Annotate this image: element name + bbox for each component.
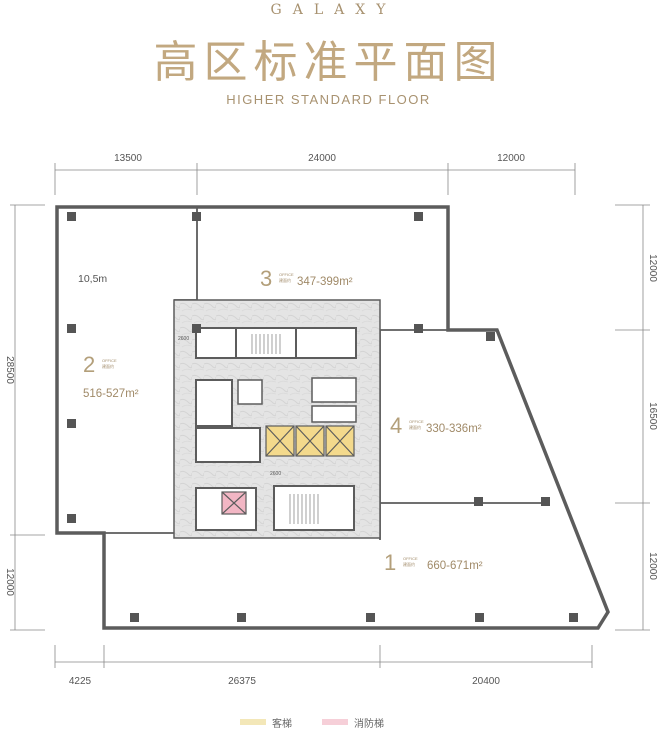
svg-text:OFFICE: OFFICE	[409, 419, 424, 424]
structural-columns	[67, 212, 578, 622]
dim-bottom-1: 4225	[69, 676, 92, 687]
dim-right-3: 12000	[647, 552, 657, 580]
dim-right-1: 12000	[647, 254, 657, 282]
svg-text:OFFICE: OFFICE	[279, 272, 294, 277]
unit-2-label: 2 OFFICE 建面约 516-527m²	[83, 352, 139, 400]
svg-text:建面约: 建面约	[409, 424, 421, 430]
svg-text:330-336m²: 330-336m²	[426, 423, 482, 435]
unit-1-label: 1 OFFICE 建面约 660-671m²	[384, 550, 483, 575]
svg-text:660-671m²: 660-671m²	[427, 560, 483, 572]
svg-text:OFFICE: OFFICE	[102, 358, 117, 363]
svg-text:OFFICE: OFFICE	[403, 556, 418, 561]
legend-label: 消防梯	[354, 718, 384, 730]
legend-fire-lift: 消防梯	[322, 716, 384, 730]
dim-core-1: 2600	[178, 336, 189, 342]
brand-logo: GALAXY	[270, 2, 397, 18]
svg-text:4: 4	[390, 413, 402, 438]
svg-text:2: 2	[83, 352, 95, 377]
passenger-lifts	[265, 425, 355, 457]
dim-right-2: 16500	[647, 402, 657, 430]
dim-top-2: 24000	[308, 153, 336, 164]
building-core	[173, 299, 381, 539]
passenger-lift-swatch	[240, 719, 266, 725]
unit-4-label: 4 OFFICE 建面约 330-336m²	[390, 413, 482, 438]
dim-bottom-3: 20400	[472, 676, 500, 687]
page-title: 高区标准平面图	[153, 37, 504, 88]
svg-text:347-399m²: 347-399m²	[297, 276, 353, 288]
dim-top-1: 13500	[114, 153, 142, 164]
dim-left-2: 12000	[4, 568, 15, 596]
svg-text:建面约: 建面约	[403, 561, 415, 567]
legend-passenger-lift: 客梯	[240, 716, 292, 730]
svg-text:建面约: 建面约	[102, 363, 114, 369]
fire-lift	[221, 491, 247, 515]
page-subtitle: HIGHER STANDARD FLOOR	[226, 92, 431, 107]
svg-text:3: 3	[260, 266, 272, 291]
legend-label: 客梯	[272, 718, 292, 730]
span-label: 10,5m	[78, 273, 107, 285]
svg-text:1: 1	[384, 550, 396, 575]
fire-lift-swatch	[322, 719, 348, 725]
svg-text:516-527m²: 516-527m²	[83, 388, 139, 400]
unit-3-label: 3 OFFICE 建面约 347-399m²	[260, 266, 353, 291]
svg-text:建面约: 建面约	[279, 277, 291, 283]
dim-core-2: 2600	[270, 471, 281, 477]
dim-left-1: 28500	[4, 356, 15, 384]
dim-top-3: 12000	[497, 153, 525, 164]
dim-bottom-2: 26375	[228, 676, 256, 687]
